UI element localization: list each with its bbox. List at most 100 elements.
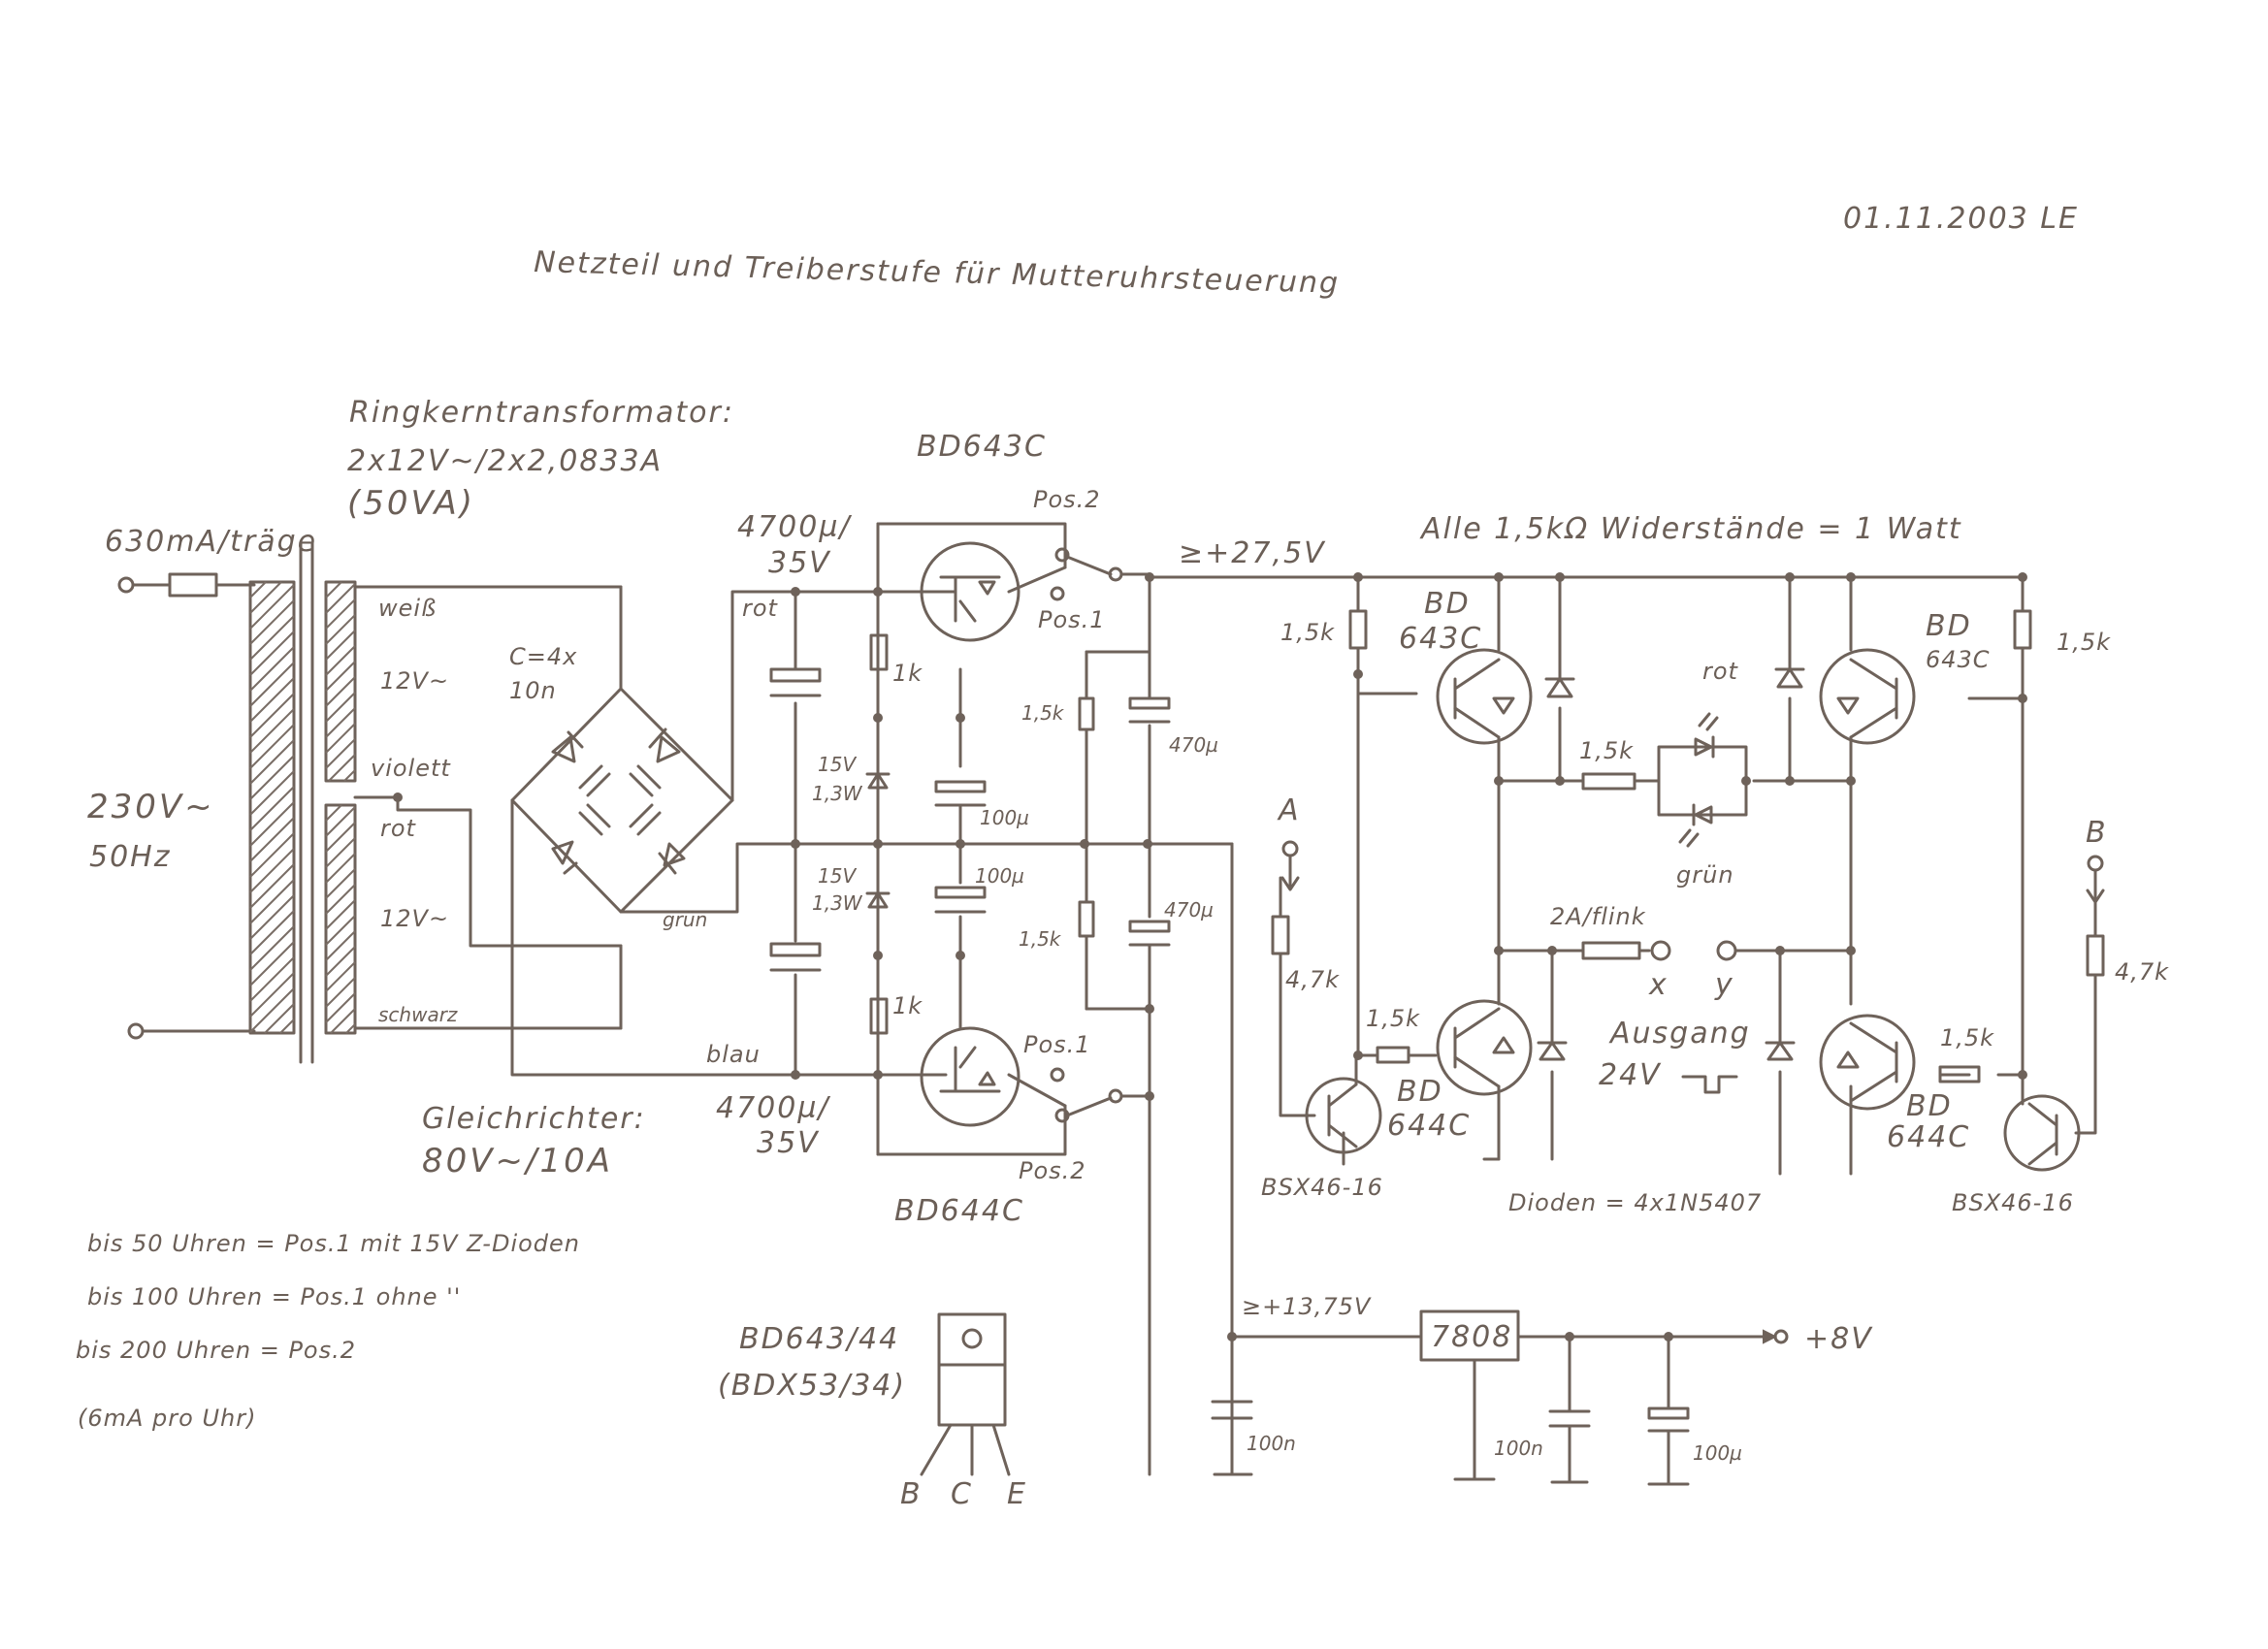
- winding-hatch-line: [249, 755, 295, 800]
- input-a-label: A: [1277, 793, 1301, 827]
- resistor-1k-top-label: 1k: [892, 660, 923, 687]
- output-terminal-y: [1716, 940, 1737, 961]
- mains-fuse-label: 630mA/träge: [105, 525, 317, 559]
- winding-hatch-line: [325, 822, 356, 853]
- q1-number: 643C: [1399, 622, 1482, 656]
- resistor-input-a-label: 4,7k: [1285, 966, 1340, 993]
- winding-hatch-line: [325, 581, 342, 598]
- switch-bottom-pos2: Pos.2: [1019, 1157, 1086, 1184]
- winding-hatch-line: [325, 853, 356, 884]
- winding-hatch-line: [249, 879, 295, 924]
- wire-black-label: schwarz: [378, 1003, 458, 1026]
- winding-hatch-line: [249, 584, 295, 630]
- switch-pos-top: [1050, 547, 1151, 601]
- winding-hatch-line: [249, 708, 295, 754]
- winding-hatch-line: [325, 692, 356, 723]
- winding-hatch-line: [249, 581, 267, 598]
- bridge-caps-value: 10n: [509, 677, 557, 704]
- winding-hatch-line: [249, 662, 295, 707]
- rectifier-spec: 80V~/10A: [422, 1142, 613, 1180]
- winding-hatch-line: [249, 832, 295, 878]
- resistor-led-label: 1,5k: [1579, 737, 1634, 764]
- resistor-led: [1581, 772, 1636, 791]
- led-green: [1657, 779, 1748, 848]
- winding-hatch-line: [325, 868, 356, 899]
- led-red-label: rot: [1702, 658, 1739, 685]
- winding-hatch-line: [325, 915, 356, 946]
- winding-hatch-line: [249, 770, 295, 816]
- cap-470u-a: [1128, 696, 1171, 724]
- cap-470u-b-label: 470µ: [1164, 898, 1214, 922]
- winding-hatch-line: [249, 693, 295, 738]
- bridge-diode-4: [658, 842, 686, 875]
- winding-hatch-line: [279, 1018, 295, 1034]
- pin-b-label: B: [900, 1477, 923, 1511]
- note-line-1: bis 50 Uhren = Pos.1 mit 15V Z-Dioden: [87, 1230, 580, 1257]
- output-voltage-label: 24V: [1599, 1058, 1662, 1092]
- secondary-wires: [353, 585, 623, 1030]
- diode-d2: [1774, 667, 1805, 689]
- page-title: Netzteil und Treiberstufe für Mutteruhrs…: [534, 245, 1341, 301]
- transistor-q3-bd644c: [1436, 999, 1533, 1096]
- regulator-output-cap-n: 100n: [1494, 1437, 1543, 1460]
- cap-100u-b-label: 100µ: [975, 864, 1024, 888]
- winding2-label: 12V~: [380, 905, 449, 932]
- winding-hatch-line: [325, 614, 356, 645]
- bridge-diode-3: [551, 840, 578, 875]
- winding-hatch-line: [249, 925, 295, 971]
- winding-hatch-line: [249, 630, 295, 676]
- cap-4700u-top: [769, 667, 822, 697]
- diode-d4: [1765, 1041, 1796, 1061]
- winding-hatch-line: [249, 972, 295, 1018]
- winding-hatch-line: [249, 848, 295, 893]
- output-x-label: x: [1648, 968, 1669, 1002]
- winding-hatch-line: [249, 786, 295, 831]
- winding-hatch-line: [325, 804, 342, 822]
- winding-hatch-line: [249, 615, 295, 661]
- input-b-label: B: [2086, 816, 2108, 850]
- winding-hatch-line: [325, 884, 356, 915]
- winding-hatch-line: [249, 646, 295, 692]
- winding-hatch-line: [325, 806, 356, 837]
- resistor-1k5-b-label: 1,5k: [1019, 927, 1062, 951]
- winding-hatch-line: [345, 1023, 356, 1034]
- winding-hatch-line: [325, 930, 356, 961]
- winding-hatch-line: [325, 837, 356, 868]
- winding-hatch-line: [249, 739, 295, 785]
- toroidal-transformer: [248, 541, 357, 1064]
- winding-hatch-line: [325, 977, 356, 1008]
- bridge-caps-label: C=4x: [509, 643, 577, 670]
- cap-470u-b: [1128, 920, 1171, 947]
- cap-bottom-value: 4700µ/: [716, 1091, 830, 1125]
- supply-wires: [794, 522, 1234, 1156]
- led-red: [1657, 712, 1748, 783]
- resistor-driver-r1: [1348, 609, 1368, 650]
- bridge-output-wires: [510, 590, 805, 1077]
- pin-e-label: E: [1007, 1477, 1027, 1511]
- winding-hatch-line: [264, 1003, 295, 1034]
- to220-package-drawing: [920, 1312, 1011, 1476]
- winding-hatch-line: [249, 863, 295, 909]
- input-b: [2003, 855, 2105, 1172]
- transistor-bottom-type: BD644C: [894, 1194, 1024, 1228]
- fuse-symbol: [168, 572, 218, 598]
- resistor-1k-bottom: [869, 997, 889, 1035]
- pinout-type: BD643/44: [739, 1322, 899, 1356]
- zener-bottom-power: 1,3W: [812, 891, 863, 915]
- mains-input: [117, 572, 256, 1040]
- bridge-diode-2: [648, 728, 681, 763]
- transformer-power: (50VA): [347, 484, 475, 523]
- regulator-section: [1211, 1310, 1789, 1486]
- output-fuse: [1581, 941, 1641, 960]
- q3-number: 644C: [1387, 1109, 1471, 1143]
- transistor-bd643c-supply: [920, 541, 1021, 642]
- transistor-q1-bd643c: [1436, 648, 1533, 745]
- winding-hatch-line: [325, 598, 356, 630]
- resistor-base-q3: [1376, 1046, 1410, 1064]
- note-line-4: (6mA pro Uhr): [78, 1405, 256, 1432]
- q2-number: 643C: [1926, 646, 1991, 673]
- winding-hatch-line: [325, 992, 356, 1023]
- wire-red-label: rot: [380, 815, 417, 842]
- note-line-3: bis 200 Uhren = Pos.2: [76, 1337, 356, 1364]
- resistor-base-q4: [1938, 1065, 1981, 1083]
